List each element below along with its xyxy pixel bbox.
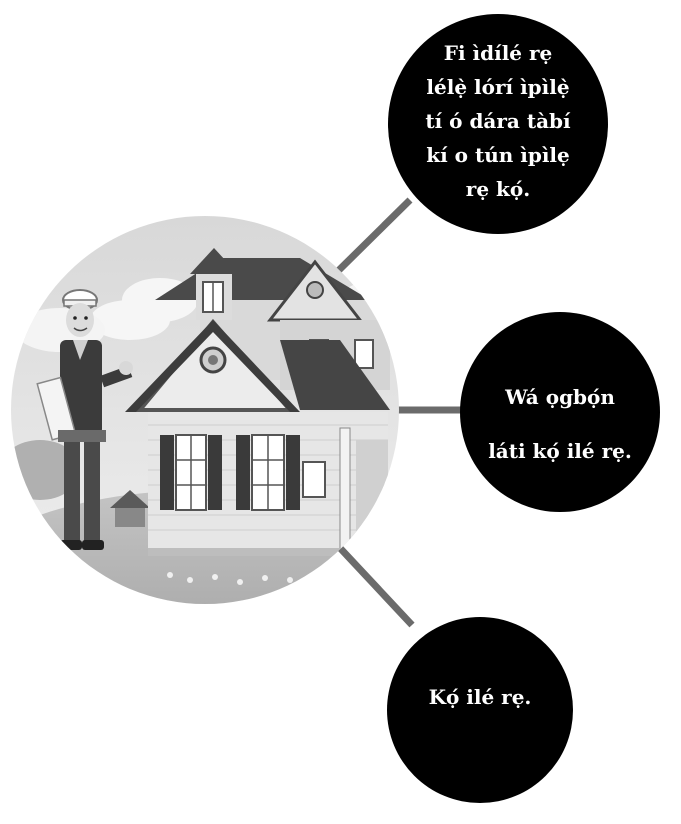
bubble-bottom xyxy=(387,617,573,803)
bubble-middle-text: Wá ọgbọ́n láti kọ́ ilé rẹ. xyxy=(460,370,660,478)
bubble-middle-line-2: láti kọ́ ilé rẹ. xyxy=(488,439,632,463)
bubble-top-line-5: rẹ kọ́. xyxy=(465,177,531,201)
bubble-top-line-1: Fi ìdílé rẹ xyxy=(443,41,553,65)
bubble-top-line-3: tí ó dára tàbí xyxy=(425,109,571,133)
bubble-middle xyxy=(460,312,660,512)
bubble-top-text: Fi ìdílé rẹ lélẹ̀ lórí ìpìlẹ̀ tí ó dára … xyxy=(392,36,604,206)
connector-bottom xyxy=(337,545,415,628)
connector-top xyxy=(334,197,413,275)
bubble-bottom-line-1: Kọ́ ilé rẹ. xyxy=(428,685,532,709)
bubble-top-line-2: lélẹ̀ lórí ìpìlẹ̀ xyxy=(426,75,570,99)
bubble-top-line-4: kí o tún ìpìlẹ xyxy=(426,143,570,167)
house-illustration xyxy=(11,216,399,604)
worker-figure xyxy=(36,289,133,550)
bubble-middle-line-1: Wá ọgbọ́n xyxy=(505,385,615,409)
bubble-bottom-text: Kọ́ ilé rẹ. xyxy=(405,682,555,712)
bubble-top xyxy=(388,14,608,234)
